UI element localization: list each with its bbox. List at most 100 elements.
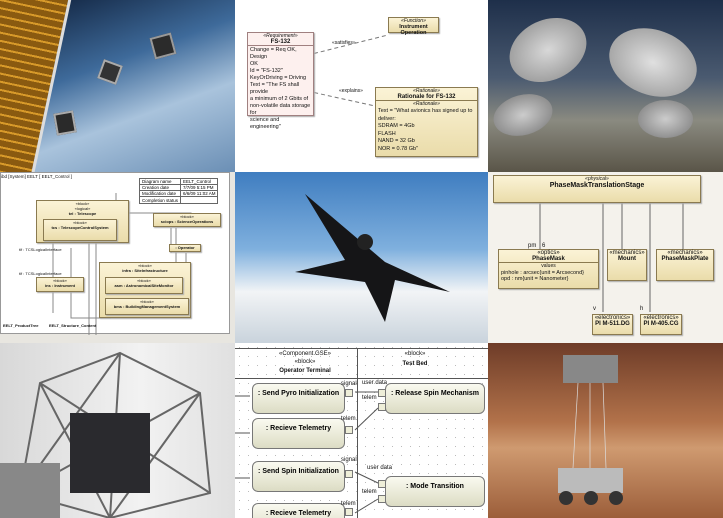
label: PI M-405.CG: [643, 321, 679, 327]
bms-block[interactable]: «block»bms : BuildingManagementSystem: [105, 298, 189, 315]
label: tel : Telescope: [68, 211, 97, 216]
label: infra : SiteInfrastructure: [122, 268, 168, 273]
telescope-structure-render: [0, 343, 235, 518]
label: «mechanics»: [609, 250, 645, 256]
label: Text = "What avionics has signed up to d…: [378, 108, 473, 122]
label: PhaseMaskTranslationStage: [549, 182, 645, 189]
label: Change = Req OK, Design: [250, 47, 297, 60]
label: «electronics»: [594, 315, 631, 321]
label: telem: [362, 489, 377, 495]
label: Mount: [618, 256, 636, 262]
function-block[interactable]: «Function» Instrument Operation: [388, 17, 439, 36]
telescope-block[interactable]: «block»«logical»tel : Telescope «block»t…: [36, 200, 129, 243]
label: «block»: [404, 351, 426, 357]
label: FS-132: [270, 39, 291, 45]
requirement-block[interactable]: «Requirement» FS-132 Change = Req OK, De…: [247, 32, 314, 130]
radio-telescope-photo: [488, 0, 723, 172]
release-spin-mechanism-action[interactable]: : Release Spin Mechanism: [385, 383, 485, 414]
label: pm: [528, 243, 537, 249]
phasemaskplate-block[interactable]: «mechanics»PhaseMaskPlate: [656, 249, 714, 281]
cubesat: [53, 110, 77, 136]
label: «block»: [137, 278, 151, 283]
label: tif : TCSLogicalInterface: [19, 247, 62, 252]
label: PhaseMaskPlate: [661, 256, 709, 262]
structure-content-link[interactable]: EELT_Structure_Content: [49, 323, 97, 328]
phasemask-bdd-diagram: «physical»PhaseMaskTranslationStage pm 6…: [488, 172, 723, 343]
label: «block»: [138, 263, 152, 268]
product-tree-link[interactable]: EELT_ProductTree: [3, 323, 39, 328]
label: telem: [341, 416, 356, 422]
label: telem: [362, 395, 377, 401]
label: «block»: [73, 220, 87, 225]
aircraft-icon: [295, 194, 450, 322]
label: ins : Instrument: [44, 283, 75, 288]
label: NOR = 0.78 Gb": [378, 145, 419, 152]
operator-terminal-partition[interactable]: Operator Terminal: [279, 368, 331, 374]
label: signal: [341, 381, 357, 387]
label: «block»: [75, 201, 90, 206]
dish: [499, 5, 597, 95]
recieve-telemetry-action[interactable]: : Recieve Telemetry: [252, 418, 345, 449]
label: «Rationale»: [413, 88, 440, 94]
phasemask-block[interactable]: «optics»PhaseMask values pinhole : arcse…: [498, 249, 599, 289]
label: OK: [250, 61, 258, 67]
mode-transition-action[interactable]: : Mode Transition: [385, 476, 485, 507]
label: [180, 196, 219, 204]
label: non-volatile data storage for: [250, 103, 311, 116]
label: sciops : ScienceOperations: [160, 219, 214, 224]
label: «physical»: [585, 176, 609, 182]
cubesat: [97, 59, 123, 85]
label: Id = "FS-132": [250, 68, 283, 74]
label: Instrument Operation: [399, 24, 428, 36]
label: PI M-511.DG: [595, 321, 630, 327]
label: KeyOrDriving = Driving: [250, 75, 307, 81]
instrument-block[interactable]: «block»ins : Instrument: [36, 277, 84, 292]
label: «electronics»: [643, 315, 679, 321]
recieve-telemetry-action[interactable]: : Recieve Telemetry: [252, 503, 345, 518]
asm-block[interactable]: «block»asm : AstronomicalSiteMonitor: [105, 277, 183, 294]
label: 7/7/09 5:15 PM: [180, 184, 219, 191]
solar-panel: [0, 0, 73, 172]
label: asm : AstronomicalSiteMonitor: [114, 283, 174, 288]
diagram-tab[interactable]: ibd [System] EELT [ EELT_Control ]: [1, 174, 73, 179]
label: bms : BuildingManagementSystem: [113, 304, 181, 309]
rationale-block[interactable]: «Rationale» Rationale for FS-132 «Ration…: [375, 87, 478, 157]
send-spin-initialization-action[interactable]: : Send Spin Initialization: [252, 461, 345, 492]
tcs-block[interactable]: «block»tcs : TelescopeControlSystem: [43, 219, 117, 241]
label: Modification date: [138, 190, 182, 197]
label: 6: [542, 243, 546, 249]
label: 6/6/09 11:02 AM: [180, 190, 219, 197]
label: «logical»: [74, 206, 91, 211]
cubesat: [149, 32, 177, 60]
label: opd : nm{unit = Nanometer}: [501, 276, 569, 282]
label: «Requirement»: [263, 33, 298, 39]
label: «block»: [294, 359, 316, 365]
pi-m511-block[interactable]: «electronics»PI M-511.DG: [592, 314, 633, 335]
label: SDRAM = 4Gb: [378, 123, 415, 129]
label: user data: [367, 465, 393, 471]
label: telem: [341, 501, 356, 507]
label: user data: [362, 380, 388, 386]
label: tif : TCSLogicalInterface: [19, 271, 62, 276]
send-pyro-initialization-action[interactable]: : Send Pyro Initialization: [252, 383, 345, 414]
mount-block[interactable]: «mechanics»Mount: [607, 249, 647, 281]
label: a minimum of 2 Gbits of: [250, 96, 309, 102]
label: Text = "The FS shall provide: [250, 82, 300, 95]
dish: [638, 100, 693, 138]
label: «Function»: [401, 18, 426, 24]
sciops-block[interactable]: «block»sciops : ScienceOperations: [153, 213, 221, 227]
label: FLASH: [378, 130, 396, 137]
label: values: [499, 262, 598, 269]
test-bed-partition[interactable]: Test Bed: [402, 361, 428, 367]
satisfies-label: «satisfies»: [332, 40, 356, 46]
label: NAND = 32 Gb: [378, 138, 415, 144]
activity-diagram: «Component.GSE» «block» Operator Termina…: [235, 343, 488, 518]
infra-block[interactable]: «block»infra : SiteInfrastructure «block…: [99, 262, 191, 318]
pi-m405-block[interactable]: «electronics»PI M-405.CG: [640, 314, 682, 335]
label: science and engineering": [250, 117, 281, 130]
satellite-photo: [0, 0, 235, 172]
phasemask-stage-block[interactable]: «physical»PhaseMaskTranslationStage: [493, 175, 701, 203]
operator-block[interactable]: : Operator: [169, 244, 201, 252]
label: «block»: [53, 278, 67, 283]
